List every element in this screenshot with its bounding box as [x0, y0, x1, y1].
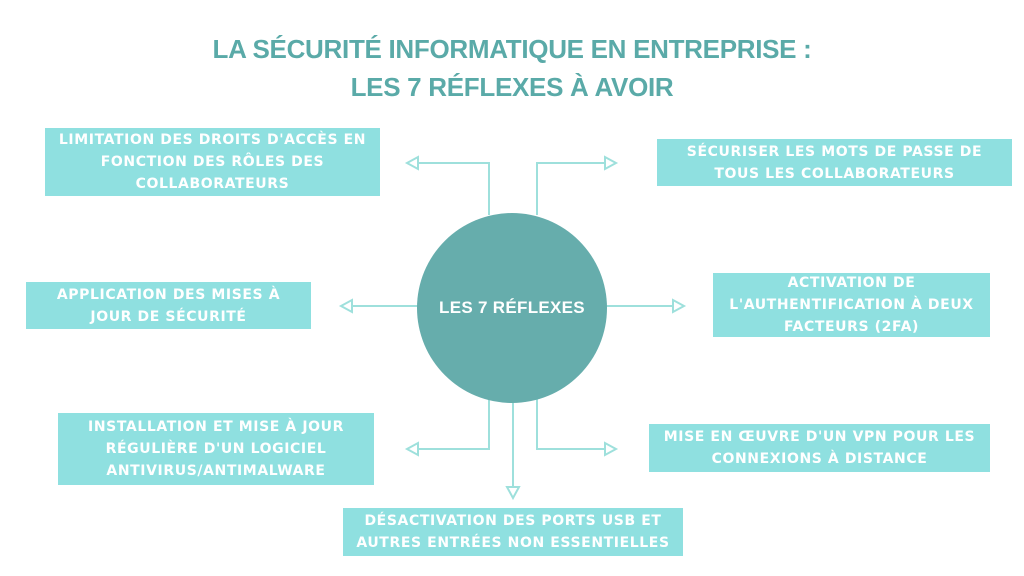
reflex-text-line: DÉSACTIVATION DES PORTS USB ET: [364, 513, 662, 529]
arrowhead-bottom-center: [505, 486, 521, 501]
arrowhead-bottom-left: [404, 441, 419, 457]
arrowhead-middle-left: [338, 298, 353, 314]
reflex-text-line: RÉGULIÈRE D'UN LOGICIEL: [105, 441, 327, 457]
reflex-text-line: L'AUTHENTIFICATION À DEUX: [729, 297, 974, 313]
reflex-box-usb-ports: DÉSACTIVATION DES PORTS USB ET AUTRES EN…: [343, 508, 683, 556]
connector-top-right: [536, 162, 608, 215]
reflex-text-line: FACTEURS (2FA): [783, 319, 919, 335]
connector-top-left: [414, 162, 490, 215]
reflex-text-line: TOUS LES COLLABORATEURS: [714, 165, 955, 182]
reflex-text-line: MISE EN ŒUVRE D'UN VPN POUR LES: [663, 429, 976, 445]
reflex-box-access-rights: LIMITATION DES DROITS D'ACCÈS EN FONCTIO…: [45, 128, 380, 196]
reflex-box-vpn: MISE EN ŒUVRE D'UN VPN POUR LES CONNEXIO…: [649, 424, 990, 472]
arrowhead-bottom-right: [604, 441, 619, 457]
reflex-text-line: FONCTION DES RÔLES DES: [100, 154, 325, 170]
title-line-1: LA SÉCURITÉ INFORMATIQUE EN ENTREPRISE :: [212, 34, 812, 64]
reflex-text-line: COLLABORATEURS: [135, 176, 290, 192]
arrowhead-middle-right: [672, 298, 687, 314]
reflex-text-line: AUTRES ENTRÉES NON ESSENTIELLES: [356, 535, 670, 551]
reflex-text-line: LIMITATION DES DROITS D'ACCÈS EN: [58, 132, 367, 148]
reflex-text-line: INSTALLATION ET MISE À JOUR: [88, 419, 344, 435]
reflex-text-line: ACTIVATION DE: [787, 275, 916, 291]
reflex-text-line: SÉCURISER LES MOTS DE PASSE DE: [686, 143, 983, 160]
reflex-box-passwords: SÉCURISER LES MOTS DE PASSE DE TOUS LES …: [657, 139, 1012, 186]
arrowhead-top-left: [404, 155, 419, 171]
reflex-text-line: ANTIVIRUS/ANTIMALWARE: [106, 463, 326, 479]
reflex-text-line: APPLICATION DES MISES À: [56, 286, 281, 303]
arrowhead-top-right: [604, 155, 619, 171]
reflex-box-2fa: ACTIVATION DE L'AUTHENTIFICATION À DEUX …: [713, 273, 990, 337]
reflex-text-line: JOUR DE SÉCURITÉ: [90, 308, 247, 325]
reflex-text-line: CONNEXIONS À DISTANCE: [711, 451, 928, 467]
center-label: LES 7 RÉFLEXES: [439, 298, 585, 317]
reflex-box-security-updates: APPLICATION DES MISES À JOUR DE SÉCURITÉ: [26, 282, 311, 329]
reflex-box-antivirus: INSTALLATION ET MISE À JOUR RÉGULIÈRE D'…: [58, 413, 374, 485]
connector-bottom-left: [414, 398, 490, 450]
connector-bottom-right: [536, 398, 608, 450]
title-line-2: LES 7 RÉFLEXES À AVOIR: [350, 72, 674, 102]
center-circle: LES 7 RÉFLEXES: [417, 213, 607, 403]
